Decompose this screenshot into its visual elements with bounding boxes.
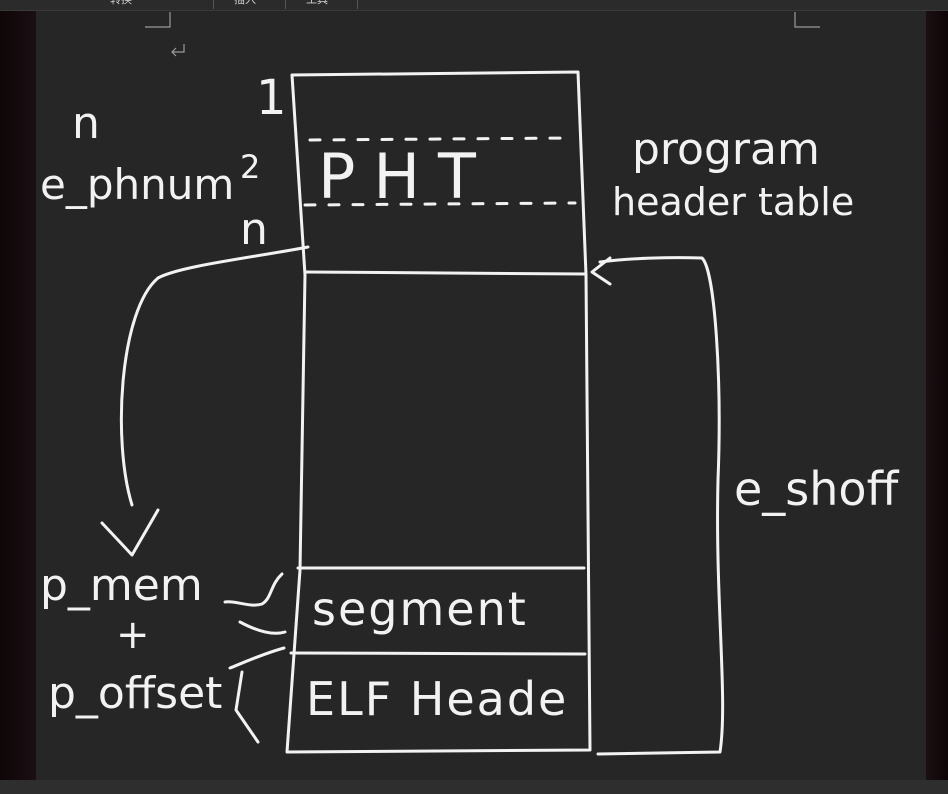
return-mark-icon xyxy=(171,44,185,57)
header-table-label: header table xyxy=(612,180,855,224)
row-index-n: n xyxy=(240,204,268,255)
eshoff-arrow-head xyxy=(590,256,612,286)
plus-sign: + xyxy=(116,612,150,658)
tab-insert[interactable]: 插入 xyxy=(214,0,286,9)
status-bar xyxy=(0,780,948,794)
toolbar: 转换 插入 工具 xyxy=(0,0,948,11)
crop-mark-top-right xyxy=(794,12,820,28)
pht-row-dash-1 xyxy=(308,136,574,142)
segment-bottom-divider xyxy=(289,651,587,656)
brace-segment-lower xyxy=(238,620,287,635)
p-offset-label: p_offset xyxy=(48,668,223,719)
row-count-n-top: n xyxy=(72,98,100,149)
arrow-head-pmem xyxy=(100,508,160,557)
segment-label: segment xyxy=(312,582,528,636)
pht-label: PHT xyxy=(318,140,494,213)
tab-convert[interactable]: 转换 xyxy=(48,0,214,9)
tab-tools[interactable]: 工具 xyxy=(286,0,358,9)
brace-segment xyxy=(223,572,284,607)
memory-box-outline xyxy=(285,70,592,754)
brace-offset xyxy=(228,646,286,670)
left-window-shadow xyxy=(0,11,36,780)
e-shoff-label: e_shoff xyxy=(734,462,899,516)
arrow-to-pmem xyxy=(119,245,310,507)
e-phnum-label: e_phnum xyxy=(40,160,235,209)
right-window-shadow xyxy=(926,11,948,780)
p-mem-label: p_mem xyxy=(40,560,203,611)
crop-mark-top-left xyxy=(145,12,171,28)
pht-row-dash-2 xyxy=(303,201,577,207)
pht-divider xyxy=(303,270,588,276)
eshoff-bracket xyxy=(596,256,725,756)
row-index-2: 2 xyxy=(240,148,261,186)
row-index-1: 1 xyxy=(256,70,287,126)
elf-header-label: ELF Heade xyxy=(306,672,569,726)
brace-offset-lower xyxy=(234,670,260,744)
program-label: program xyxy=(632,124,820,175)
